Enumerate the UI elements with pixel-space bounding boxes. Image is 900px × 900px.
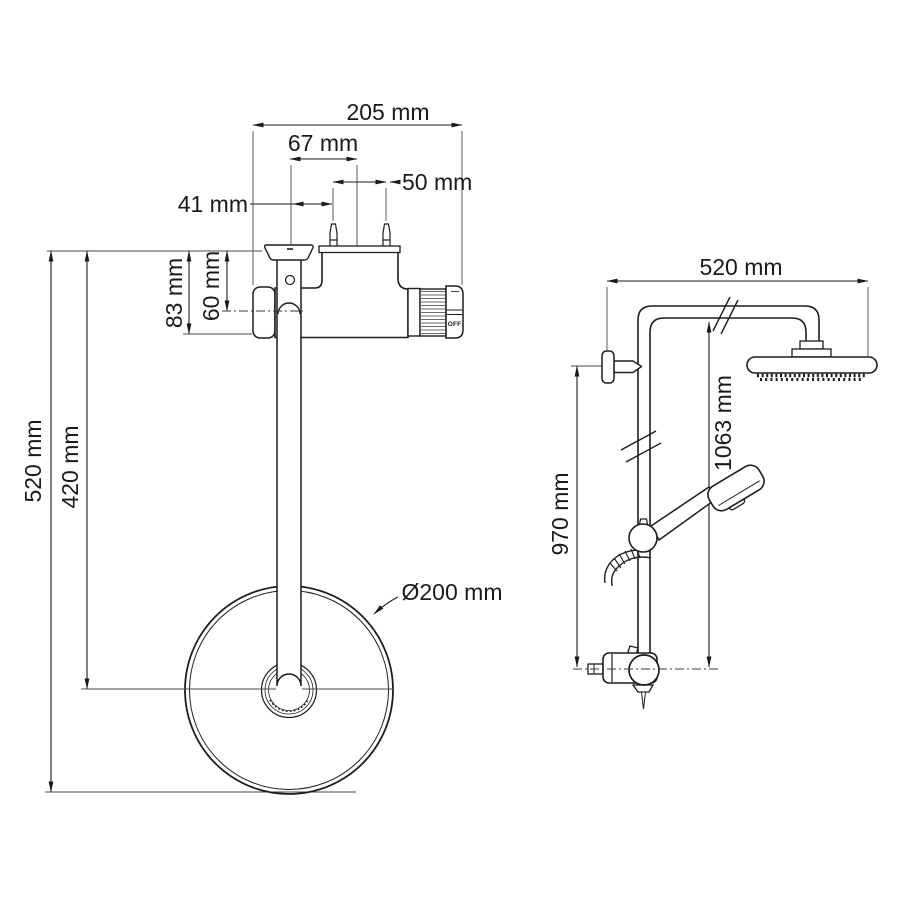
overhead-shower-side (746, 340, 878, 381)
dim-arm-width-label: 520 mm (699, 254, 782, 280)
dim-inlet-spacing-label: 50 mm (402, 169, 472, 195)
handset-head (707, 464, 765, 512)
dim-drop-center-label: 420 mm (57, 425, 83, 508)
wall-bracket (601, 350, 643, 384)
head-mount (791, 348, 832, 358)
bracket-plate (601, 350, 615, 384)
knob-off-label: OFF (448, 321, 462, 328)
inlet-plate (318, 245, 401, 254)
down-pipe (276, 258, 302, 687)
elbow-plate (263, 244, 314, 261)
valve-knob-side (628, 654, 660, 686)
hub-engraving-marks (269, 699, 309, 713)
dim-drop-total-label: 520 mm (20, 419, 46, 502)
valve-main-body (274, 251, 409, 339)
knob-ring (407, 287, 421, 337)
inlet-pin-right (382, 223, 391, 247)
pipe-outline (276, 258, 302, 687)
head-disc (746, 356, 878, 374)
hand-shower-assembly (603, 464, 765, 587)
knob-end-cap (445, 285, 464, 339)
inlet-pin-left (329, 223, 338, 247)
left-extension-lines (45, 131, 463, 793)
dim-body-depth-label: 83 mm (161, 258, 187, 328)
valve-side-view (587, 645, 660, 710)
knob-window-lines (446, 309, 463, 315)
hose-ribs (609, 548, 641, 572)
valve-left-end-cap (252, 286, 276, 339)
screw-hole (284, 274, 296, 286)
dim-elbow-center-label: 67 mm (288, 130, 358, 156)
dim-total-width-label: 205 mm (346, 99, 429, 125)
dim-bracket-height-label: 970 mm (547, 472, 573, 555)
left-view: 205 mm 67 mm 50 mm 41 mm 83 mm 60 mm 520… (20, 99, 503, 795)
handset-head-body (707, 464, 765, 512)
right-view: 520 mm 970 mm 1063 mm (547, 254, 878, 710)
dim-head-diameter-label: Ø200 mm (402, 579, 503, 605)
handset-handle (650, 485, 717, 542)
outlet-elbow (263, 244, 314, 261)
dim-elbow-inlet-label: 41 mm (178, 191, 248, 217)
dim-center-depth-label: 60 mm (198, 251, 224, 321)
valve-lower-tab (631, 684, 655, 693)
hub-ring-inner (268, 669, 310, 711)
valve-body-top-view (252, 223, 464, 339)
slider-knob (628, 523, 658, 553)
handset-face-seam (718, 480, 760, 506)
break-marks (620, 296, 739, 463)
head-collar (799, 340, 824, 350)
right-dimension-lines (574, 278, 869, 668)
left-dimension-lines (48, 122, 463, 793)
drain-pointer (640, 691, 647, 710)
pipe-joint-arc (277, 302, 301, 315)
dim-overall-height-label: 1063 mm (710, 375, 736, 471)
knurl-texture (420, 291, 446, 334)
